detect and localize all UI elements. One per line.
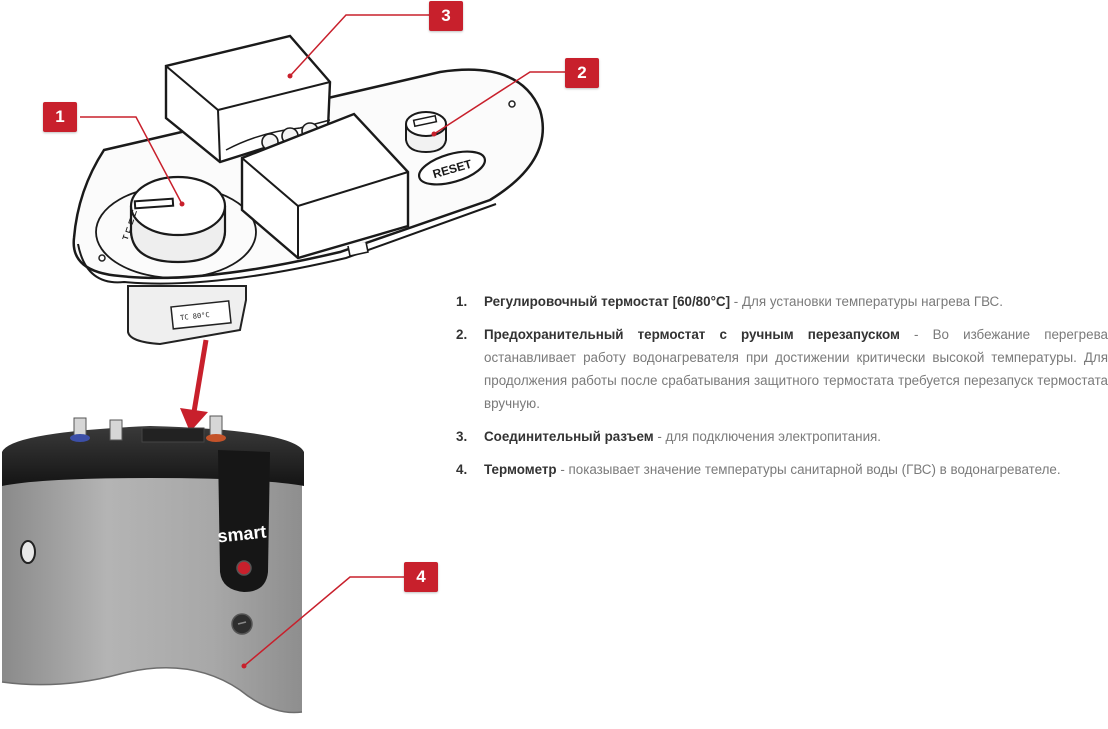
callout-badge-4: 4 [404, 562, 438, 592]
legend-desc: - Во избежание перегрева останавливает р… [484, 327, 1108, 411]
power-connector[interactable] [164, 34, 410, 260]
safety-thermostat-knob[interactable] [405, 111, 447, 154]
legend-title: Регулировочный термостат [60/80°C] [484, 294, 731, 309]
legend-item-1: 1. Регулировочный термостат [60/80°C] - … [456, 290, 1108, 313]
legend-title: Соединительный разъем [484, 429, 654, 444]
legend-title: Термометр [484, 462, 557, 477]
water-heater: smart [1, 415, 304, 714]
svg-text:TC 80°C: TC 80°C [180, 311, 210, 322]
legend-number: 2. [456, 327, 468, 342]
install-arrow [180, 339, 209, 432]
legend-number: 3. [456, 429, 468, 444]
legend-number: 4. [456, 462, 468, 477]
legend-item-3: 3. Соединительный разъем - для подключен… [456, 425, 1108, 448]
legend-item-2: 2. Предохранительный термостат с ручным … [456, 323, 1108, 415]
legend-list: 1. Регулировочный термостат [60/80°C] - … [456, 290, 1108, 491]
callout-badge-1: 1 [43, 102, 77, 132]
legend-item-4: 4. Термометр - показывает значение темпе… [456, 458, 1108, 481]
reset-button[interactable]: RESET [415, 145, 488, 191]
thermometer [231, 613, 253, 635]
legend-desc: - показывает значение температуры санита… [556, 462, 1061, 477]
legend-title: Предохранительный термостат с ручным пер… [484, 327, 900, 342]
control-panel: TC 80°C T ⊏ ⊏ ⊏ [72, 34, 545, 346]
callout-badge-3: 3 [429, 1, 463, 31]
regulating-thermostat-dial[interactable]: T ⊏ ⊏ ⊏ [95, 175, 257, 279]
legend-desc: - Для установки температуры нагрева ГВС. [730, 294, 1003, 309]
leader-lines [80, 14, 566, 667]
callout-badge-2: 2 [565, 58, 599, 88]
legend-desc: - для подключения электропитания. [653, 429, 882, 444]
legend-number: 1. [456, 294, 468, 309]
leader-dots [179, 73, 437, 669]
